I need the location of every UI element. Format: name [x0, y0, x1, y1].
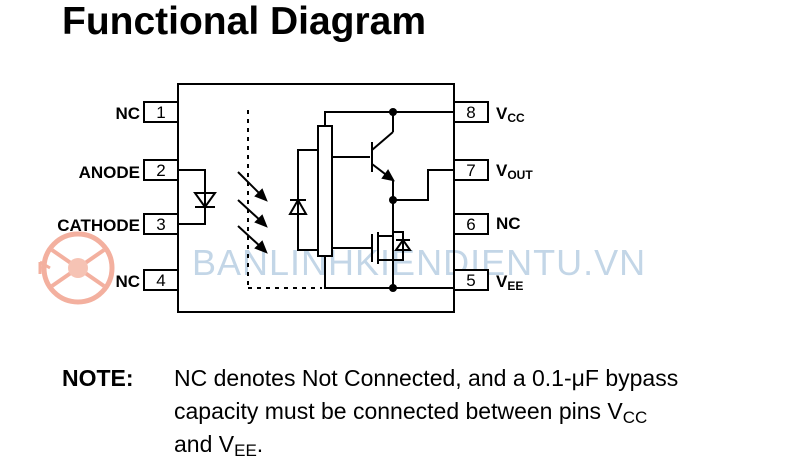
note-line-2: capacity must be connected between pins …	[174, 398, 648, 427]
pin-label: ANODE	[79, 163, 140, 182]
functional-diagram: BANLINHKIENDIENTU.VN 1 NC 2 ANODE 3 CATH…	[38, 83, 646, 313]
led-diode-icon	[193, 192, 217, 209]
pin-6: 6 NC	[453, 213, 521, 235]
package-body	[177, 83, 455, 313]
light-arrows-icon	[237, 171, 268, 254]
pin-7: 7 VOUT	[453, 159, 533, 182]
watermark: BANLINHKIENDIENTU.VN	[38, 231, 646, 305]
pin-label: VCC	[496, 104, 525, 125]
pin-number: 8	[466, 103, 475, 122]
photodiode-circuit	[288, 149, 318, 251]
pin-5: 5 VEE	[453, 269, 523, 293]
pin-number: 5	[466, 271, 475, 290]
led-circuit	[178, 169, 217, 225]
pin-4: 4 NC	[115, 269, 179, 291]
pin-number: 6	[466, 215, 475, 234]
pin-8: 8 VCC	[453, 101, 525, 125]
transistor-arrow-icon	[381, 169, 395, 182]
pin-label: NC	[115, 272, 140, 291]
note-text: NC denotes Not Connected, and a 0.1-μF b…	[174, 362, 774, 461]
pin-3: 3 CATHODE	[57, 213, 179, 235]
pin-label: CATHODE	[57, 216, 140, 235]
pin-label: VOUT	[496, 161, 533, 182]
pin-number: 3	[156, 215, 165, 234]
page-title: Functional Diagram	[62, 0, 427, 43]
pin-label: VEE	[496, 272, 523, 293]
pin-number: 4	[156, 271, 165, 290]
watermark-logo-icon	[38, 231, 115, 305]
pin-number: 1	[156, 103, 165, 122]
note-line-1: NC denotes Not Connected, and a 0.1-μF b…	[174, 365, 679, 391]
pin-number: 7	[466, 161, 475, 180]
pin-2: 2 ANODE	[79, 159, 179, 182]
junction-dots	[389, 108, 397, 292]
pin-1: 1 NC	[115, 101, 179, 123]
note-label: NOTE:	[62, 365, 134, 391]
shield-line	[247, 110, 322, 289]
note-line-3: and VEE.	[174, 431, 264, 460]
pin-number: 2	[156, 161, 165, 180]
watermark-text: BANLINHKIENDIENTU.VN	[192, 242, 646, 283]
amplifier-block	[317, 125, 333, 257]
pin-label: NC	[115, 104, 140, 123]
photodiode-icon	[288, 197, 308, 215]
pin-label: NC	[496, 214, 521, 233]
